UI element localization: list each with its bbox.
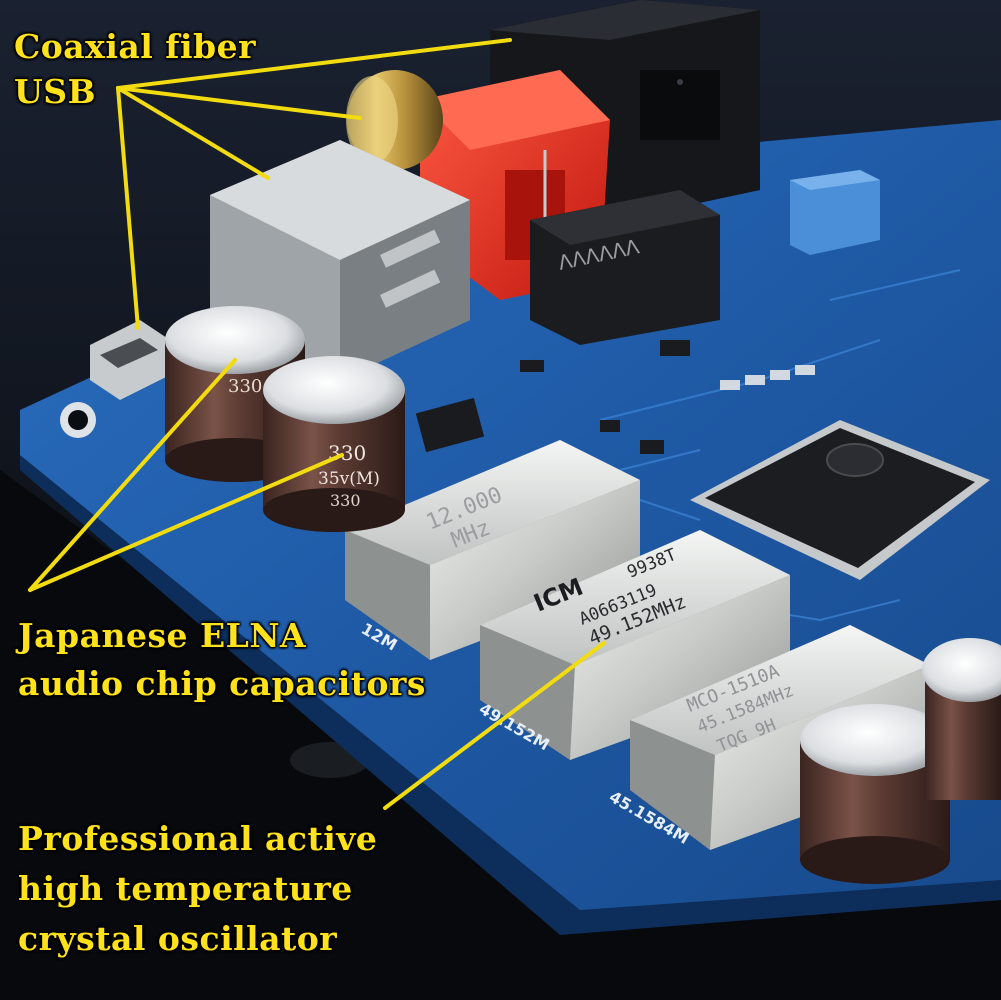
callout-oscillator-line3: crystal oscillator: [18, 919, 338, 958]
smd-components: [415, 340, 690, 454]
leader-lines: [28, 38, 606, 810]
callout-capacitors: Japanese ELNA audio chip capacitors: [18, 612, 426, 708]
dsp-chip: [690, 420, 990, 580]
callout-inputs-line2: USB: [14, 72, 97, 111]
capacitor-3: [800, 704, 950, 884]
callout-capacitors-line1: Japanese ELNA: [18, 616, 307, 655]
callout-capacitors-line2: audio chip capacitors: [18, 664, 426, 703]
callout-inputs-line1: Coaxial fiber: [14, 27, 256, 66]
capacitor-4: [922, 638, 1001, 800]
cap2-marking-voltage: 35v(M): [318, 469, 380, 489]
cap2-marking-value2: 330: [330, 491, 361, 510]
micro-usb-port: [90, 320, 170, 400]
callout-oscillator-line1: Professional active: [18, 819, 378, 858]
capacitor-2: 330 35v(M) 330: [263, 356, 405, 532]
cap1-marking: 330: [228, 376, 262, 397]
callout-inputs: Coaxial fiber USB: [14, 24, 256, 114]
callout-oscillator-line2: high temperature: [18, 869, 353, 908]
film-capacitor: [790, 170, 880, 255]
callout-oscillator: Professional active high temperature cry…: [18, 814, 377, 964]
rca-gold-barrel: [346, 70, 443, 170]
relay-module: ɅɅɅɅɅɅ: [530, 190, 720, 345]
cap2-marking-value: 330: [328, 441, 366, 465]
